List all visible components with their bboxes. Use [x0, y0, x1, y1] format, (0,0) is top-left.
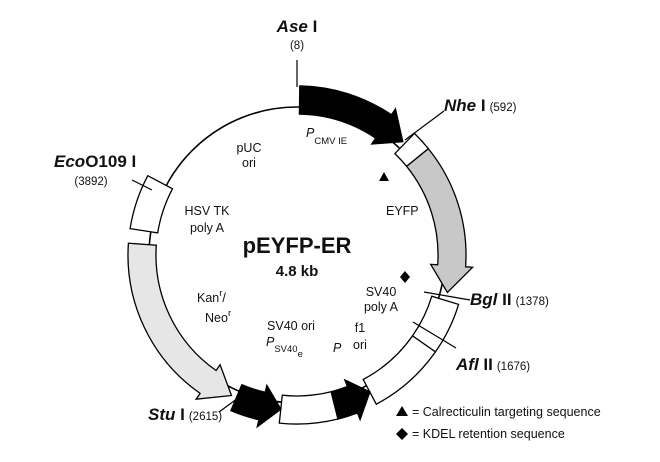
kdel-diamond-marker [400, 271, 410, 283]
psv40-promoter-arrow [230, 383, 282, 429]
pcmv-label: PCMV IE [306, 126, 347, 147]
pcmv-promoter-arrow [298, 85, 404, 145]
f1-ori-label-1: f1 [355, 321, 365, 335]
afl-site-line [412, 321, 457, 349]
f1-ori-box [362, 334, 437, 406]
psv40-label: PSV40e [266, 335, 303, 360]
neo-label: Neor [205, 308, 231, 325]
bgl-site-line [423, 291, 471, 301]
sv40-polya-label-1: SV40 [366, 285, 397, 299]
eco-site-label: EcoO109 I [54, 152, 136, 171]
hsv-tk-label-1: HSV TK [185, 204, 231, 218]
nhe-small-box [393, 132, 430, 168]
calreticulin-triangle-marker [379, 172, 389, 181]
eco-site-position: (3892) [74, 176, 107, 188]
nhe-site-line [404, 110, 445, 141]
eco-site-line [131, 179, 153, 191]
stu-site-label: Stu I(2615) [148, 405, 222, 424]
bgl-site-label: Bgl II(1378) [470, 290, 549, 309]
legend-triangle-icon [396, 406, 408, 416]
p-promoter-label: P [333, 341, 342, 355]
kan-label: Kanr/ [197, 288, 226, 305]
ase-site-position: (8) [290, 40, 304, 52]
hsv-tk-polya-box [129, 174, 174, 234]
sv40-ori-box [278, 391, 339, 425]
puc-ori-label-2: ori [242, 156, 256, 170]
legend-diamond-icon [396, 428, 408, 440]
eyfp-label: EYFP [386, 204, 419, 218]
f1-ori-label-2: ori [353, 338, 367, 352]
nhe-site-label: Nhe I(592) [444, 96, 517, 115]
puc-ori-label-1: pUC [236, 141, 261, 155]
sv40-polya-label-2: poly A [364, 300, 399, 314]
hsv-tk-label-2: poly A [190, 221, 225, 235]
legend-text-diamond: = KDEL retention sequence [412, 427, 565, 441]
eyfp-gene-arrow [405, 147, 475, 294]
afl-site-label: Afl II(1676) [455, 355, 530, 374]
legend-text-triangle: = Calrecticulin targeting sequence [412, 405, 601, 419]
ase-site-label: Ase I [276, 17, 318, 36]
plasmid-name: pEYFP-ER [243, 233, 352, 258]
stu-site-line [218, 392, 246, 413]
sv40-ori-label: SV40 ori [267, 319, 315, 333]
kan-neo-gene-arrow [127, 242, 233, 400]
plasmid-size: 4.8 kb [276, 263, 319, 280]
